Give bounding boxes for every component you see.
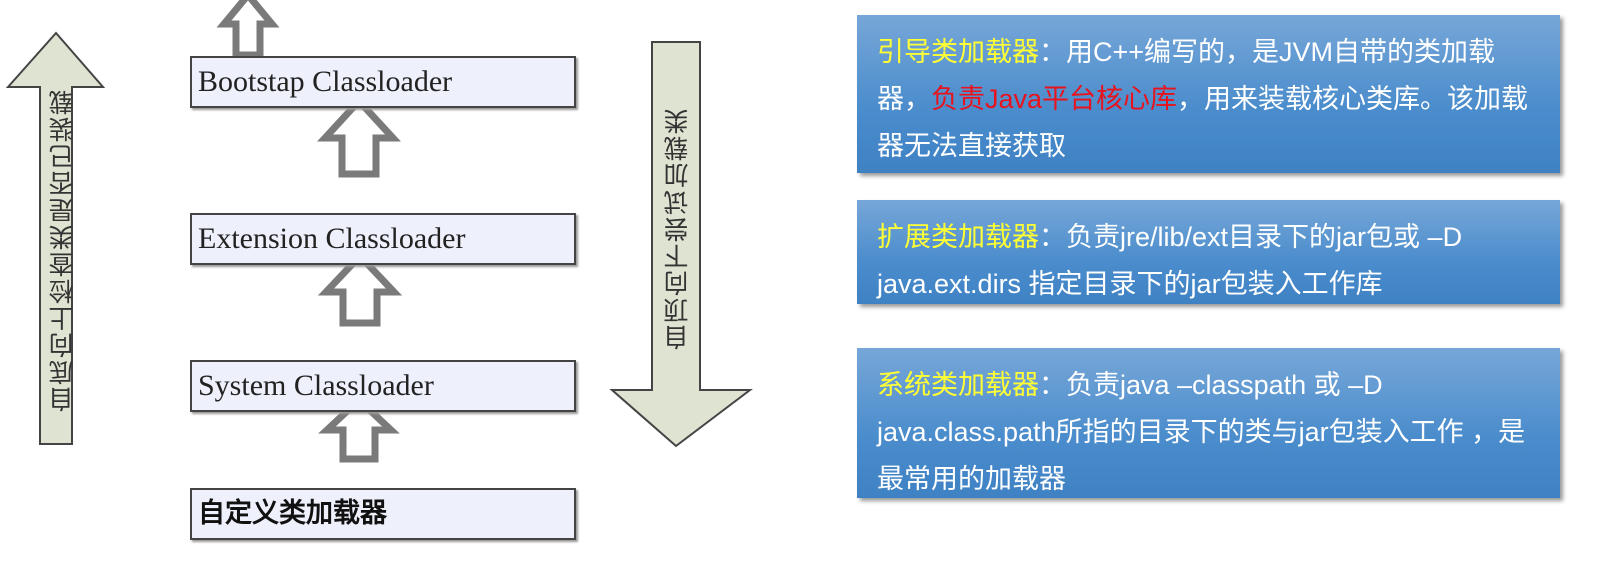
panel-text: 负责jre/lib/ext目录下的jar包或 –D java.ext.dirs …	[877, 222, 1463, 299]
up-arrow-icon	[317, 250, 403, 327]
panel-text: ，用来装载核心类库。该加载器无法直接获取	[877, 84, 1529, 161]
panel-text: 负责java –classpath 或 –D java.class.path所指…	[877, 370, 1526, 494]
extension-classloader-box: Extension Classloader	[190, 213, 576, 265]
panel-text: 用C++编写的，是JVM自带的类加载器，	[877, 37, 1496, 114]
separator: ：	[1039, 370, 1066, 400]
panel-title: 引导类加载器	[877, 37, 1039, 67]
up-arrow-icon	[216, 0, 280, 59]
custom-classloader-box: 自定义类加载器	[190, 488, 576, 540]
downward-load-arrow-icon	[609, 41, 753, 448]
extension-description-panel: 扩展类加载器：负责jre/lib/ext目录下的jar包或 –D java.ex…	[857, 200, 1560, 304]
bootstrap-classloader-box: Bootstap Classloader	[190, 56, 576, 108]
system-description-panel: 系统类加载器：负责java –classpath 或 –D java.class…	[857, 348, 1560, 498]
right-arrow-label: 自顶向下尝试加载类	[663, 107, 692, 350]
system-classloader-box: System Classloader	[190, 360, 576, 412]
up-arrow-icon	[317, 95, 401, 178]
separator: ：	[1039, 37, 1066, 67]
hollow-arrows	[317, 95, 403, 463]
panel-title: 扩展类加载器	[877, 222, 1039, 252]
up-arrow-icon	[318, 395, 400, 463]
separator: ：	[1039, 222, 1066, 252]
upward-check-arrow-icon	[5, 31, 106, 445]
arrows-layer	[5, 0, 753, 448]
panel-title: 系统类加载器	[877, 370, 1039, 400]
left-arrow-label: 自底向上检查类是否已装载	[48, 88, 77, 412]
panel-highlight-text: 负责Java平台核心库	[931, 84, 1178, 114]
bootstrap-description-panel: 引导类加载器：用C++编写的，是JVM自带的类加载器，负责Java平台核心库，用…	[857, 15, 1560, 173]
